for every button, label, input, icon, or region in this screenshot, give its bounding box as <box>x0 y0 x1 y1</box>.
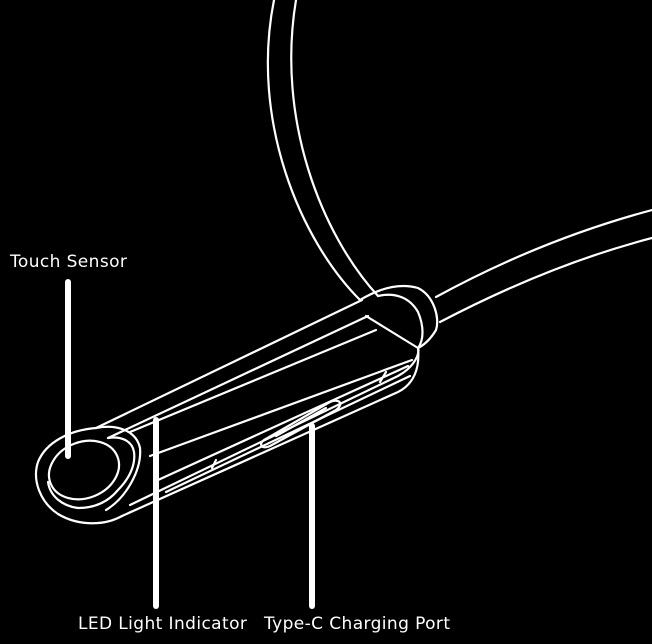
module-body <box>94 298 420 518</box>
module-tip <box>34 425 142 525</box>
led-indicator-label: LED Light Indicator <box>78 614 248 634</box>
top-cable <box>266 0 380 302</box>
charging-port-slot <box>260 399 342 449</box>
touch-sensor-label: Touch Sensor <box>10 252 128 272</box>
neckband-cable <box>434 208 652 324</box>
cable-collar <box>358 284 439 350</box>
charging-port-label: Type-C Charging Port <box>264 614 451 634</box>
touch-sensor-pad <box>47 439 121 501</box>
body-seams <box>210 370 388 470</box>
